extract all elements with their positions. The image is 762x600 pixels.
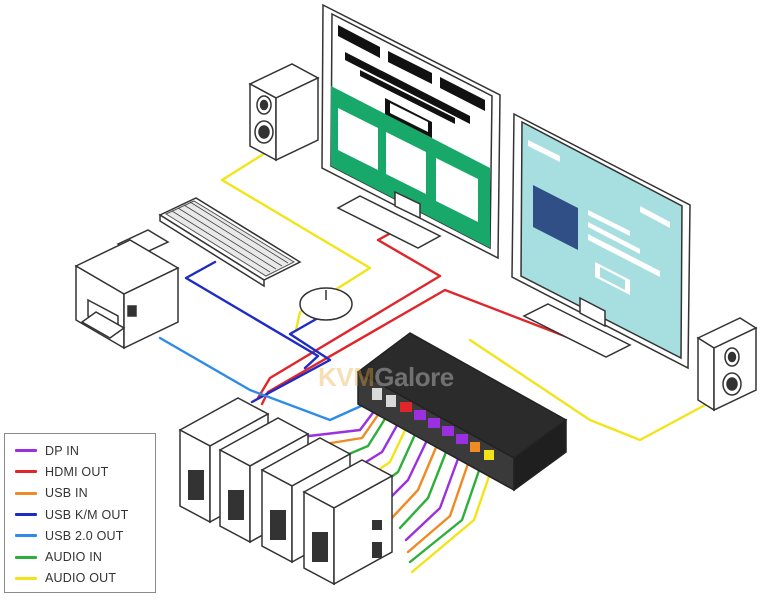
legend-item: HDMI OUT — [15, 461, 155, 482]
legend-item: USB K/M OUT — [15, 504, 155, 525]
cable-usb-km-mouse — [250, 316, 332, 404]
watermark-logo: KVMGalore — [318, 362, 454, 392]
cable-audio-out-right-speaker — [468, 338, 707, 442]
keyboard — [158, 197, 302, 288]
legend-swatch — [15, 470, 37, 474]
cable-usb-km-keyboard — [184, 260, 320, 370]
cable-hdmi-left-monitor — [256, 226, 442, 400]
legend-swatch — [15, 449, 37, 453]
legend-item: DP IN — [15, 440, 155, 461]
legend-swatch — [15, 513, 37, 517]
cable-audio-out-left-speaker — [220, 148, 372, 332]
legend-label: DP IN — [45, 443, 80, 458]
legend-item: USB 2.0 OUT — [15, 525, 155, 546]
printer — [74, 229, 180, 350]
legend-label: AUDIO OUT — [45, 571, 117, 586]
legend-swatch — [15, 534, 37, 538]
monitor-right — [511, 112, 691, 370]
legend-swatch — [15, 555, 37, 559]
legend-item: AUDIO IN — [15, 546, 155, 567]
computer-towers — [178, 397, 394, 586]
legend-swatch — [15, 491, 37, 495]
legend-item: AUDIO OUT — [15, 568, 155, 589]
legend-label: USB 2.0 OUT — [45, 528, 124, 543]
kvm-switch — [356, 332, 568, 492]
mouse — [299, 287, 353, 321]
legend-item: USB IN — [15, 483, 155, 504]
legend: DP IN HDMI OUT USB IN USB K/M OUT USB 2.… — [4, 433, 156, 593]
speaker-right — [696, 317, 758, 412]
cable-hdmi-right-monitor — [260, 288, 577, 406]
legend-label: USB K/M OUT — [45, 507, 129, 522]
computer-tower-4 — [302, 459, 394, 586]
monitor-left — [321, 3, 501, 260]
legend-label: USB IN — [45, 486, 88, 501]
legend-label: AUDIO IN — [45, 550, 103, 565]
legend-label: HDMI OUT — [45, 464, 109, 479]
speaker-left — [248, 63, 320, 162]
cable-usb2-printer — [158, 336, 372, 422]
legend-swatch — [15, 576, 37, 580]
